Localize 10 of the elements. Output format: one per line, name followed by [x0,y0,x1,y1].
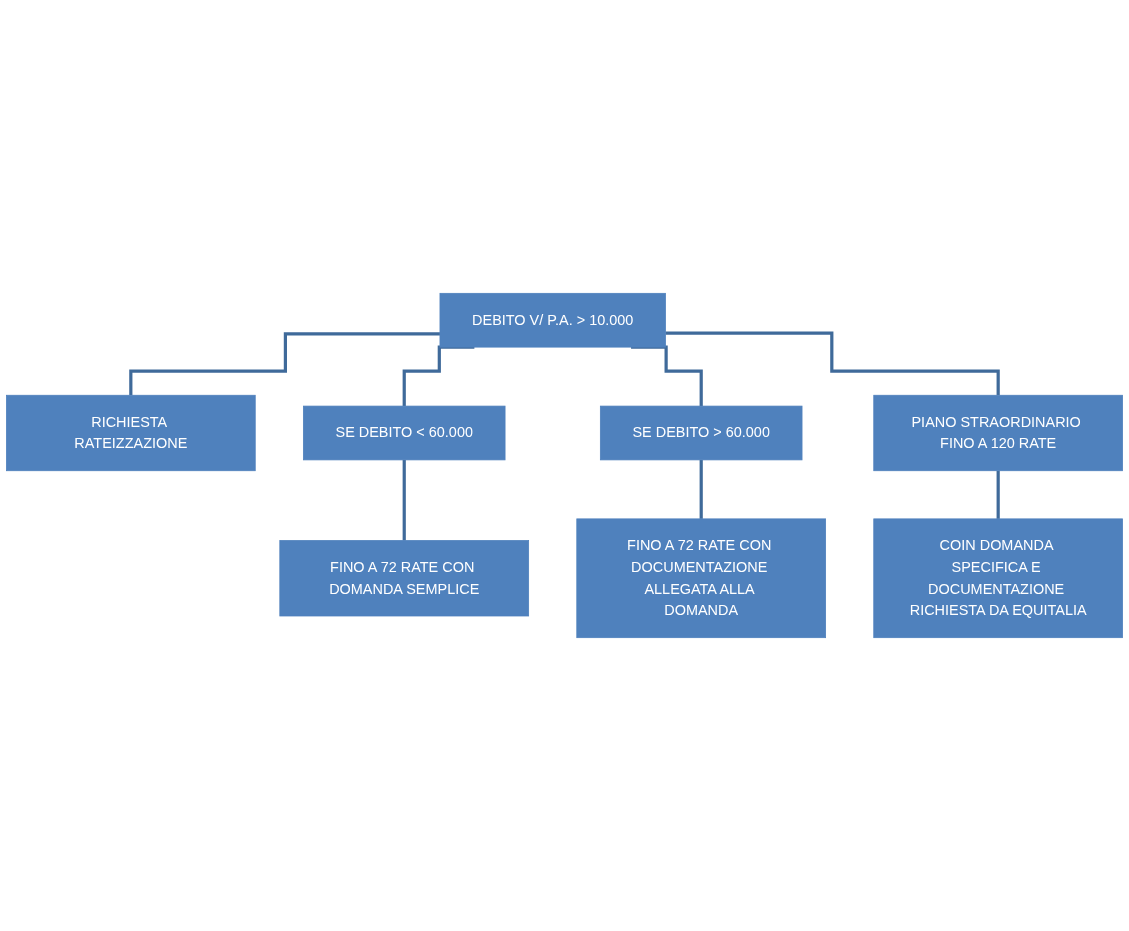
connector [665,331,1000,397]
node-box: FINO A 72 RATE CON DOCUMENTAZIONE ALLEGATA ALLA DOMANDA [576,518,826,639]
node-box: COIN DOMANDA SPECIFICA E DOCUMENTAZIONE RICHIESTA DA EQUITALIA [873,518,1123,639]
node-box: FINO A 72 RATE CON DOMANDA SEMPLICE [279,540,530,617]
connector [129,332,440,397]
node-box: SE DEBITO < 60.000 [303,405,506,461]
node-box: SE DEBITO > 60.000 [599,405,803,461]
node-box: RICHIESTA RATEIZZAZIONE [6,394,256,472]
node-box: PIANO STRAORDINARIO FINO A 120 RATE [873,394,1123,472]
node-box: DEBITO V/ P.A. > 10.000 [439,292,666,348]
